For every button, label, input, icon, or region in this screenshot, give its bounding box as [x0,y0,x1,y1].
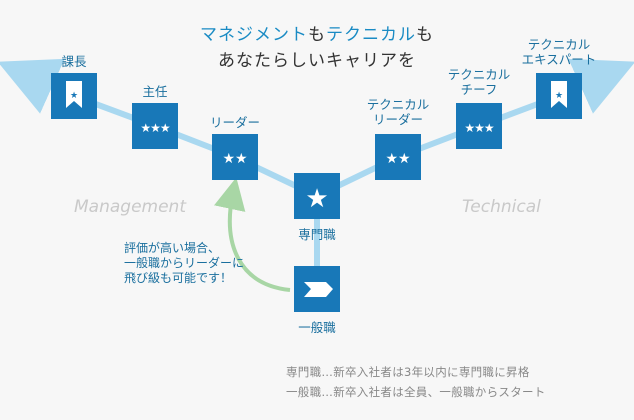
footnote-general: 一般職…新卒入社者は全員、一般職からスタート [286,385,546,399]
two-stars-icon: ★★ [385,151,410,167]
headline-technical: テクニカル [326,25,416,45]
specialist-box: ★ [294,173,340,219]
star-icon: ★ [555,91,563,101]
management-track-label: Management [74,197,186,217]
chief-tech-label: テクニカル チーフ [447,67,511,97]
chief-tech-box: ★★★ [456,103,502,149]
bookmark-icon [551,81,567,108]
leader-tech-box: ★★ [375,134,421,180]
general-label: 一般職 [298,320,336,335]
three-stars-icon: ★★★ [140,121,170,135]
manager-label: 課長 [61,54,87,69]
skip-promotion-arrow [214,177,291,292]
footnote-specialist: 専門職…新卒入社者は3年以内に専門職に昇格 [286,365,530,379]
two-stars-icon: ★★ [222,151,247,167]
star-icon: ★ [70,91,78,101]
headline-management: マネジメント [200,25,308,45]
tag-icon [304,282,333,297]
expert-tech-label: テクニカル エキスパート [521,37,597,67]
skip-promotion-note: 評価が高い場合、 一般職からリーダーに 飛び級も可能です！ [124,241,245,285]
leader-mgmt-box: ★★ [212,134,258,180]
leader-tech-label: テクニカル リーダー [366,97,430,127]
manager-box: ★ [51,73,97,119]
technical-track-label: Technical [462,197,541,217]
chief-box: ★★★ [132,103,178,149]
headline-line-2: あなたらしいキャリアを [218,51,416,71]
general-box [294,266,340,312]
bookmark-icon [66,81,82,108]
chief-label: 主任 [142,84,168,99]
headline-particle: も [416,25,434,45]
star-icon: ★ [305,184,328,214]
leader-mgmt-label: リーダー [209,115,260,130]
specialist-label: 専門職 [298,227,336,242]
three-stars-icon: ★★★ [464,121,494,135]
headline-line-1: マネジメントもテクニカルも [0,20,634,45]
expert-tech-box: ★ [536,73,582,119]
headline-particle: も [308,25,326,45]
